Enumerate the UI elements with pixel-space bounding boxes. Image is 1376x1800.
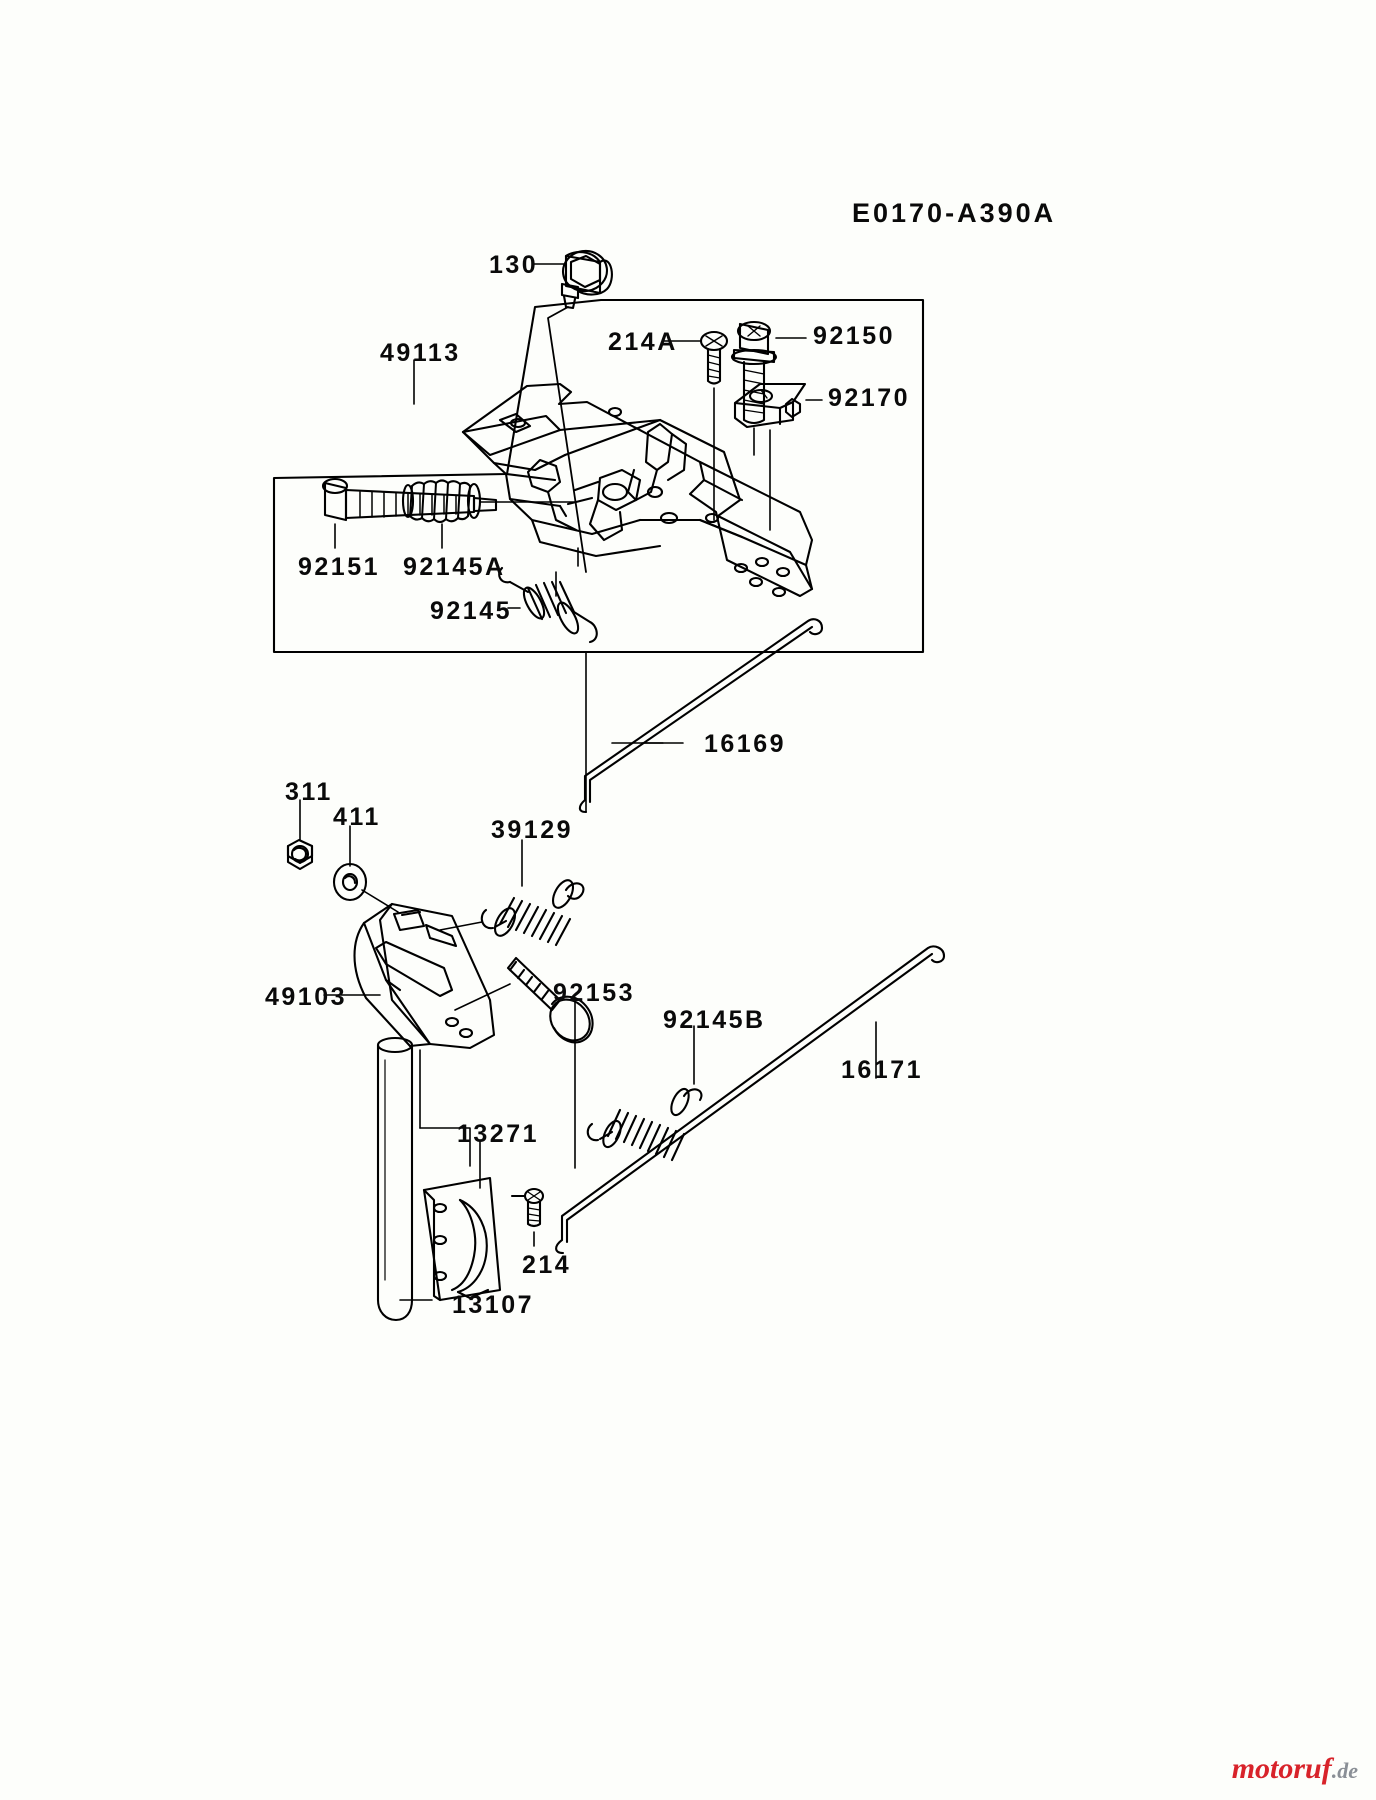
part-label-214[interactable]: 214	[522, 1251, 572, 1279]
assembly-outline-49113	[272, 298, 925, 654]
part-39129-spring	[480, 879, 585, 947]
part-label-49113[interactable]: 49113	[380, 339, 461, 367]
part-label-92145B[interactable]: 92145B	[663, 1006, 766, 1034]
part-label-130[interactable]: 130	[489, 251, 539, 279]
part-label-16171[interactable]: 16171	[841, 1056, 924, 1084]
part-label-39129[interactable]: 39129	[491, 816, 574, 844]
part-214A-screw	[699, 330, 729, 385]
part-label-214A[interactable]: 214A	[608, 328, 678, 356]
part-label-13107[interactable]: 13107	[452, 1291, 535, 1319]
part-311-nut	[286, 838, 314, 871]
watermark-brand: motoruf	[1231, 1752, 1332, 1785]
part-label-411[interactable]: 411	[333, 803, 381, 831]
part-49103-lever	[353, 902, 496, 1050]
part-label-49103[interactable]: 49103	[265, 983, 348, 1011]
part-411-washer	[332, 862, 368, 902]
part-92145A-spring	[401, 479, 482, 524]
part-16169-rod	[578, 618, 824, 814]
part-label-311[interactable]: 311	[285, 778, 333, 806]
part-label-16169[interactable]: 16169	[704, 730, 787, 758]
part-label-92151[interactable]: 92151	[298, 553, 381, 581]
diagram-title: E0170-A390A	[852, 198, 1057, 228]
part-92151-bolt	[321, 477, 498, 522]
part-13107-shaft	[376, 1036, 414, 1322]
part-label-92153[interactable]: 92153	[553, 979, 636, 1007]
part-92145B-spring	[586, 1087, 703, 1162]
part-92145-spring	[498, 566, 598, 644]
part-92153-bolt	[506, 956, 594, 1044]
part-label-92170[interactable]: 92170	[828, 384, 911, 412]
part-16171-rod	[555, 945, 946, 1255]
part-label-92145[interactable]: 92145	[430, 597, 513, 625]
watermark-suffix: .de	[1331, 1758, 1358, 1783]
part-130-flange-bolt	[560, 249, 613, 310]
part-label-92145A[interactable]: 92145A	[403, 553, 506, 581]
part-214-screw	[510, 1187, 545, 1228]
part-49113-bracket-body	[461, 382, 814, 598]
part-92170-clamp	[733, 382, 807, 429]
part-label-13271[interactable]: 13271	[457, 1120, 540, 1148]
watermark: motoruf.de	[1232, 1752, 1358, 1786]
part-92150-flange-bolt	[730, 320, 778, 425]
part-label-92150[interactable]: 92150	[813, 322, 896, 350]
part-13271-plate	[422, 1176, 502, 1302]
